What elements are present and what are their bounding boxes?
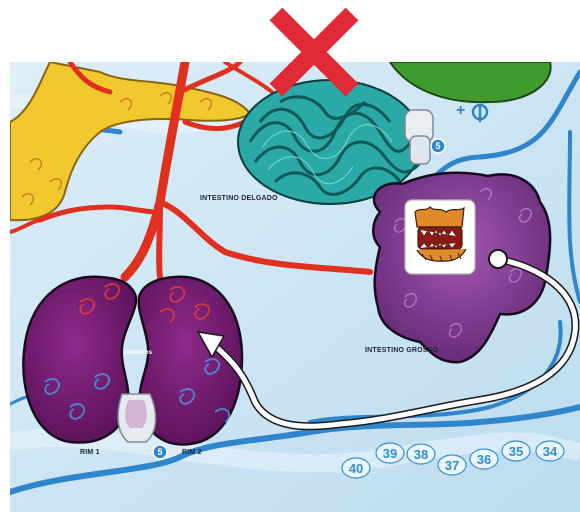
plus-symbol: + (456, 102, 465, 119)
label-kidney-right: RIM 2 (182, 449, 202, 456)
track-number: 34 (543, 444, 558, 459)
track-number: 36 (477, 452, 491, 467)
kidney-slot-number: 5 (157, 447, 162, 457)
game-board: INTESTINO DELGADO 5 + INTESTINO GROSSO (10, 62, 580, 512)
track-number: 35 (509, 444, 523, 459)
track-number: 39 (383, 446, 397, 461)
track-number: 40 (349, 461, 363, 476)
label-kidney-center: alimentos (124, 350, 153, 356)
track-number: 37 (445, 458, 459, 473)
intestine-slot-number: 5 (435, 141, 440, 151)
track-number: 38 (414, 447, 428, 462)
cross-icon (268, 6, 360, 98)
label-large-intestine: INTESTINO GROSSO (365, 347, 439, 354)
bladder-token (118, 394, 156, 442)
label-kidney-left: RIM 1 (80, 449, 100, 456)
board-art: INTESTINO DELGADO 5 + INTESTINO GROSSO (10, 62, 580, 512)
label-small-intestine: INTESTINO DELGADO (200, 195, 278, 202)
monster-icon (415, 207, 466, 262)
large-intestine-card[interactable] (405, 200, 475, 274)
